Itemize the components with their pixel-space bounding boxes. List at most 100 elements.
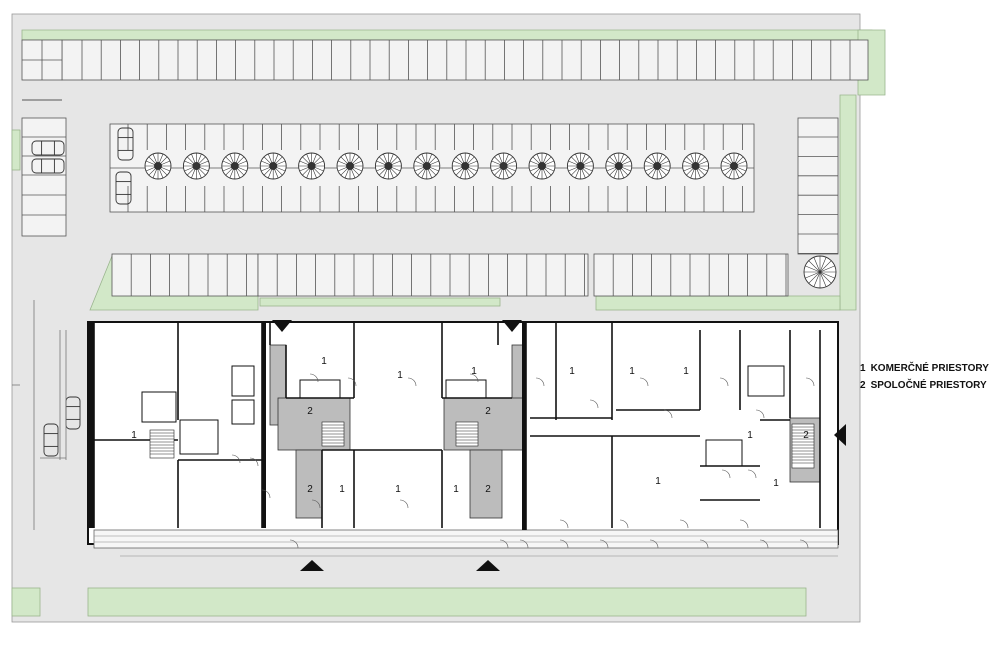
door-swing-icon [519, 539, 529, 549]
legend-text: SPOLOČNÉ PRIESTORY [870, 380, 987, 391]
door-swing-icon [311, 499, 321, 509]
tree-icon [374, 152, 402, 180]
room-label: 1 [131, 430, 137, 441]
car-icon [31, 158, 65, 174]
door-swing-icon [719, 377, 729, 387]
door-swing-icon [755, 409, 765, 419]
tree-icon [336, 152, 364, 180]
room-label: 1 [683, 366, 689, 377]
room-label: 1 [569, 366, 575, 377]
triangle-arrow-icon [502, 320, 522, 332]
door-swing-icon [261, 489, 271, 499]
room-label: 1 [471, 366, 477, 377]
door-swing-icon [805, 377, 815, 387]
stair-icons [149, 421, 815, 469]
triangle-arrow-icon [300, 560, 324, 571]
door-swing-icon [469, 373, 479, 383]
parking-row-top [61, 39, 869, 81]
tree-icon [182, 152, 210, 180]
legend-number: 1 [860, 363, 866, 374]
tree-icon [259, 152, 287, 180]
door-swing-icon [589, 399, 599, 409]
room-label: 1 [321, 356, 327, 367]
car-icon [43, 423, 59, 457]
door-swing-icons [231, 373, 815, 549]
tree-icon [221, 152, 249, 180]
door-swing-icon [679, 519, 689, 529]
room-label: 2 [485, 406, 491, 417]
door-swing-icon [721, 469, 731, 479]
door-swing-icon [399, 499, 409, 509]
tree-icon [605, 152, 633, 180]
legend-item-commercial: 1 KOMERČNÉ PRIESTORY [860, 360, 989, 377]
triangle-arrow-icon [834, 424, 846, 446]
door-swing-icon [309, 373, 319, 383]
door-swing-icon [407, 377, 417, 387]
tree-icon [490, 152, 518, 180]
room-label: 1 [629, 366, 635, 377]
room-labels: 1 1 1 1 1 1 1 1 1 1 1 1 1 2 2 2 2 2 [131, 356, 809, 495]
stair-icon [321, 421, 345, 447]
door-swing-icon [699, 539, 709, 549]
room-label: 1 [397, 370, 403, 381]
tree-icon [413, 152, 441, 180]
stair-icon [455, 421, 479, 447]
room-label: 1 [395, 484, 401, 495]
door-swing-icon [619, 519, 629, 529]
parking-column-right [797, 117, 839, 255]
driveway-left [12, 300, 67, 530]
legend-number: 2 [860, 380, 866, 391]
door-swing-icon [535, 377, 545, 387]
car-icon [31, 140, 65, 156]
tree-row [144, 152, 837, 289]
room-label: 1 [453, 484, 459, 495]
door-swing-icon [739, 519, 749, 529]
tree-icon [144, 152, 172, 180]
car-icon [115, 171, 132, 205]
tree-icon [298, 152, 326, 180]
room-label: 1 [339, 484, 345, 495]
door-swing-icon [599, 539, 609, 549]
legend-item-common: 2 SPOLOČNÉ PRIESTORY [860, 377, 989, 394]
door-swing-icon [347, 377, 357, 387]
door-swing-icon [559, 539, 569, 549]
tree-icon [682, 152, 710, 180]
door-swing-icon [559, 519, 569, 529]
door-swing-icon [231, 454, 241, 464]
tree-icon [566, 152, 594, 180]
legend: 1 KOMERČNÉ PRIESTORY 2 SPOLOČNÉ PRIESTOR… [860, 360, 989, 394]
door-swing-icon [663, 409, 673, 419]
door-swing-icon [249, 457, 259, 467]
door-swing-icon [747, 469, 757, 479]
parking-left [21, 39, 67, 237]
door-swing-icon [649, 539, 659, 549]
tree-icon [720, 152, 748, 180]
car-icon [117, 127, 134, 161]
room-label: 2 [307, 484, 313, 495]
door-swing-icon [759, 539, 769, 549]
tree-icon [803, 255, 837, 289]
room-label: 1 [747, 430, 753, 441]
door-swing-icon [799, 539, 809, 549]
stair-icon [149, 429, 175, 459]
tree-icon [528, 152, 556, 180]
triangle-arrow-icon [476, 560, 500, 571]
triangle-arrow-icon [272, 320, 292, 332]
parking-rows-lower [111, 253, 789, 297]
stair-icon [791, 423, 815, 469]
door-swing-icon [639, 377, 649, 387]
legend-text: KOMERČNÉ PRIESTORY [870, 363, 989, 374]
door-swing-icon [289, 539, 299, 549]
room-label: 2 [307, 406, 313, 417]
door-swing-icon [499, 539, 509, 549]
south-terrace [93, 529, 839, 549]
entrance-arrows [272, 320, 846, 571]
tree-icon [451, 152, 479, 180]
building: 1 1 1 1 1 1 1 1 1 1 1 1 1 2 2 2 2 2 [87, 321, 839, 557]
interior-walls [93, 322, 821, 530]
room-label: 2 [485, 484, 491, 495]
room-label: 2 [803, 430, 809, 441]
room-label: 1 [773, 478, 779, 489]
room-label: 1 [655, 476, 661, 487]
